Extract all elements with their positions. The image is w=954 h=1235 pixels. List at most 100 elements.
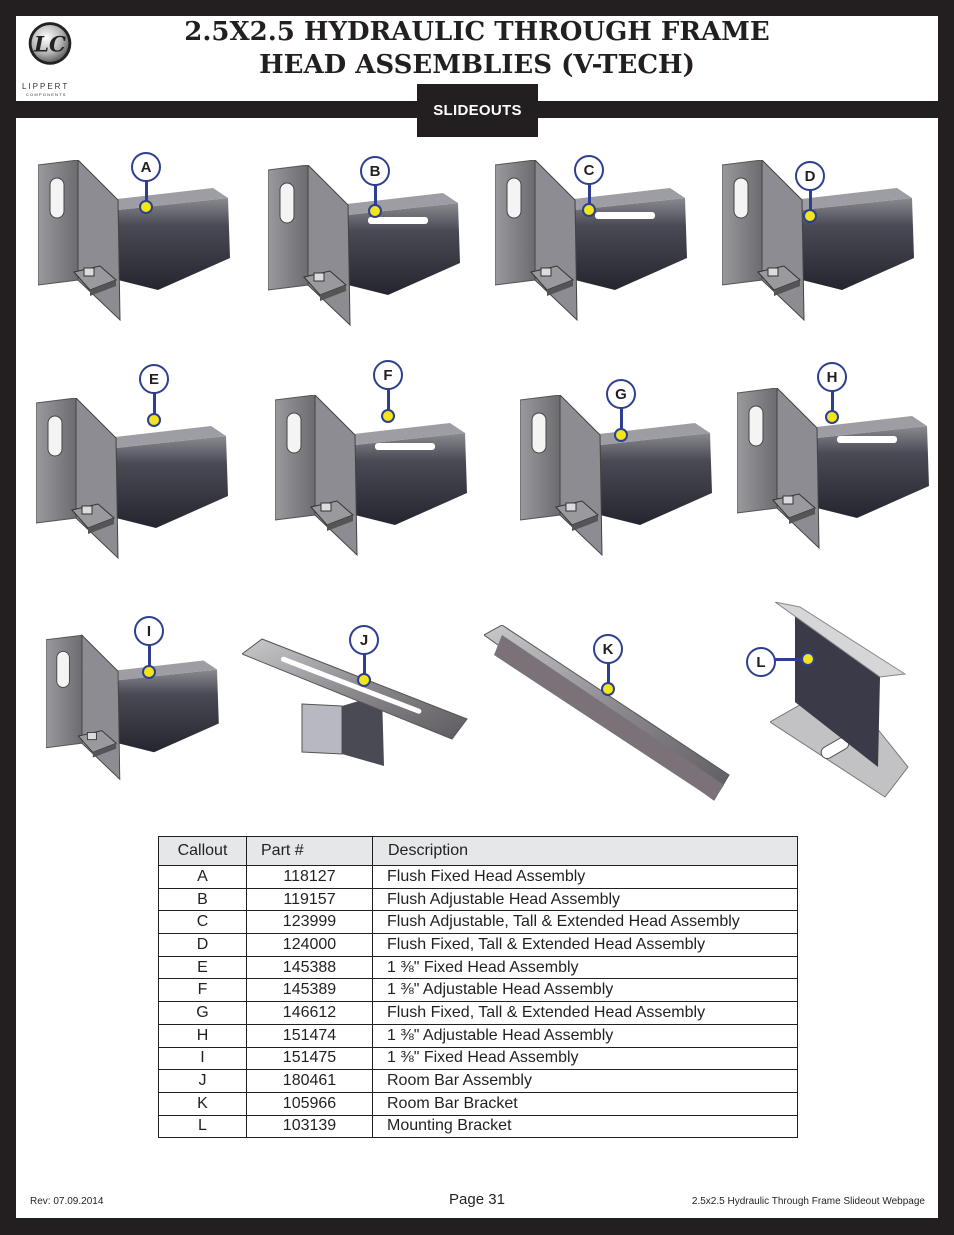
leader-a [145, 180, 148, 202]
page-title: 2.5X2.5 HYDRAULIC THROUGH FRAME HEAD ASS… [0, 16, 954, 82]
part-image-k [484, 625, 730, 801]
cell-part: 119157 [246, 887, 373, 912]
cell-description: 1 ⅜" Adjustable Head Assembly [372, 1023, 798, 1048]
dot-f [381, 409, 395, 423]
callout-d: D [795, 161, 825, 191]
dot-j [357, 673, 371, 687]
dot-d [803, 209, 817, 223]
cell-description: Flush Fixed, Tall & Extended Head Assemb… [372, 933, 798, 957]
part-image-h [737, 388, 930, 549]
cell-callout: B [158, 887, 247, 912]
cell-description: Room Bar Bracket [372, 1091, 798, 1116]
part-image-e [36, 398, 229, 559]
cell-part: 105966 [246, 1091, 373, 1116]
dot-b [368, 204, 382, 218]
leader-j [363, 653, 366, 675]
callout-f: F [373, 360, 403, 390]
cell-part: 151475 [246, 1046, 373, 1071]
callout-g: G [606, 379, 636, 409]
logo-text: LIPPERT [22, 82, 70, 91]
cell-callout: G [158, 1001, 247, 1025]
cell-description: Flush Fixed Head Assembly [372, 865, 798, 889]
cell-description: Mounting Bracket [372, 1114, 798, 1139]
lippert-logo: LC [28, 22, 72, 65]
cell-description: Room Bar Assembly [372, 1069, 798, 1093]
cell-part: 180461 [246, 1069, 373, 1093]
dot-c [582, 203, 596, 217]
logo-subtext: COMPONENTS [26, 92, 67, 97]
cell-callout: D [158, 933, 247, 957]
cell-description: Flush Adjustable Head Assembly [372, 887, 798, 912]
leader-d [809, 188, 812, 210]
part-image-f [275, 395, 468, 556]
callout-a: A [131, 152, 161, 182]
cell-callout: I [158, 1046, 247, 1071]
callout-j: J [349, 625, 379, 655]
dot-g [614, 428, 628, 442]
leader-c [588, 183, 591, 205]
header-callout: Callout [158, 836, 247, 866]
cell-callout: C [158, 910, 247, 935]
dot-h [825, 410, 839, 424]
dot-e [147, 413, 161, 427]
part-image-a [38, 160, 231, 321]
cell-part: 145388 [246, 955, 373, 980]
title-line-1: 2.5X2.5 HYDRAULIC THROUGH FRAME [184, 17, 770, 47]
part-image-b [268, 165, 461, 326]
page-number: Page 31 [449, 1191, 505, 1208]
callout-e: E [139, 364, 169, 394]
part-image-j [242, 638, 468, 766]
cell-callout: K [158, 1091, 247, 1116]
dot-a [139, 200, 153, 214]
header-part: Part # [246, 836, 373, 866]
cell-part: 118127 [246, 865, 373, 889]
leader-f [387, 388, 390, 410]
callout-h: H [817, 362, 847, 392]
leader-b [374, 184, 377, 206]
cell-callout: H [158, 1023, 247, 1048]
leader-g [620, 407, 623, 429]
cell-part: 123999 [246, 910, 373, 935]
table-header-row: Callout Part # Description [158, 836, 798, 866]
cell-part: 145389 [246, 978, 373, 1003]
callout-l: L [746, 647, 776, 677]
callout-b: B [360, 156, 390, 186]
cell-callout: F [158, 978, 247, 1003]
leader-e [153, 392, 156, 414]
dot-l [801, 652, 815, 666]
cell-part: 146612 [246, 1001, 373, 1025]
callout-i: I [134, 616, 164, 646]
cell-callout: L [158, 1114, 247, 1139]
cell-callout: J [158, 1069, 247, 1093]
leader-l [775, 658, 803, 661]
cell-part: 103139 [246, 1114, 373, 1139]
dot-i [142, 665, 156, 679]
section-tag: SLIDEOUTS [417, 84, 538, 137]
leader-k [607, 662, 610, 684]
document-name: 2.5x2.5 Hydraulic Through Frame Slideout… [691, 1196, 925, 1207]
part-image-c [495, 160, 688, 321]
cell-description: 1 ⅜" Adjustable Head Assembly [372, 978, 798, 1003]
cell-description: 1 ⅜" Fixed Head Assembly [372, 955, 798, 980]
cell-description: Flush Adjustable, Tall & Extended Head A… [372, 910, 798, 935]
title-line-2: HEAD ASSEMBLIES (V-TECH) [259, 50, 695, 80]
revision-date: Rev: 07.09.2014 [30, 1196, 104, 1207]
dot-k [601, 682, 615, 696]
cell-callout: E [158, 955, 247, 980]
part-image-i [46, 634, 220, 780]
cell-part: 151474 [246, 1023, 373, 1048]
header-description: Description [372, 836, 798, 866]
leader-i [148, 644, 151, 666]
